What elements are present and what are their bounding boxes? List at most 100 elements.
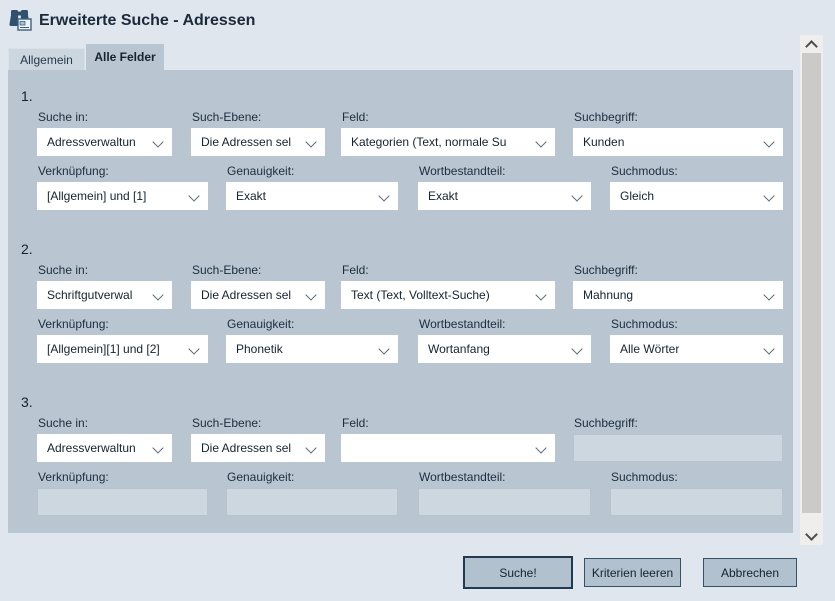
alle-felder-panel: 1. Suche in: Adressverwaltun Such-Ebene:… [8, 70, 793, 533]
search-button[interactable]: Suche! [463, 556, 573, 589]
wortbestandteil-input-disabled [418, 488, 591, 516]
field-label: Wortbestandteil: [419, 317, 506, 331]
suchmodus-dropdown[interactable]: Alle Wörter [610, 335, 783, 363]
field-genauigkeit: Genauigkeit: [226, 470, 398, 516]
chevron-down-icon [378, 343, 390, 355]
suchbegriff-dropdown[interactable]: Mahnung [573, 281, 783, 309]
chevron-down-icon [571, 190, 583, 202]
field-suchbegriff: Suchbegriff: Kunden [573, 110, 783, 156]
field-label: Suchmodus: [611, 317, 678, 331]
wortbestandteil-dropdown[interactable]: Wortanfang [418, 335, 591, 363]
field-label: Such-Ebene: [192, 263, 262, 277]
scroll-up-button[interactable] [800, 35, 823, 53]
verknuepfung-dropdown[interactable]: [Allgemein] und [1] [37, 182, 208, 210]
field-such-ebene: Such-Ebene: Die Adressen sel [191, 110, 325, 156]
genauigkeit-input-disabled [226, 488, 398, 516]
genauigkeit-dropdown[interactable]: Phonetik [226, 335, 398, 363]
suchbegriff-input-disabled [573, 434, 783, 462]
chevron-down-icon [763, 190, 775, 202]
cancel-button[interactable]: Abbrechen [703, 558, 797, 587]
field-such-ebene: Such-Ebene: Die Adressen sel [191, 263, 325, 309]
chevron-down-icon [571, 343, 583, 355]
such-ebene-dropdown[interactable]: Die Adressen sel [191, 281, 325, 309]
chevron-down-icon [378, 190, 390, 202]
feld-dropdown[interactable] [341, 434, 555, 462]
field-suche-in: Suche in: Adressverwaltun [37, 416, 172, 462]
field-label: Suchbegriff: [574, 263, 638, 277]
verknuepfung-dropdown[interactable]: [Allgemein][1] und [2] [37, 335, 208, 363]
field-genauigkeit: Genauigkeit: Exakt [226, 164, 398, 210]
chevron-down-icon [535, 136, 547, 148]
section-number: 1. [21, 88, 33, 104]
genauigkeit-dropdown[interactable]: Exakt [226, 182, 398, 210]
suche-in-dropdown[interactable]: Adressverwaltun [37, 128, 172, 156]
field-verknuepfung: Verknüpfung: [37, 470, 208, 516]
field-label: Such-Ebene: [192, 416, 262, 430]
criteria-section-2: 2. Suche in: Schriftgutverwal Such-Ebene… [8, 241, 793, 381]
tab-allgemein[interactable]: Allgemein [8, 48, 85, 70]
field-suchmodus: Suchmodus: Alle Wörter [610, 317, 783, 363]
feld-dropdown[interactable]: Text (Text, Volltext-Suche) [341, 281, 555, 309]
field-label: Suche in: [38, 416, 89, 430]
field-wortbestandteil: Wortbestandteil: [418, 470, 591, 516]
field-wortbestandteil: Wortbestandteil: Exakt [418, 164, 591, 210]
field-verknuepfung: Verknüpfung: [Allgemein][1] und [2] [37, 317, 208, 363]
chevron-down-icon [535, 442, 547, 454]
suchmodus-input-disabled [610, 488, 783, 516]
chevron-down-icon [305, 289, 317, 301]
suchmodus-dropdown[interactable]: Gleich [610, 182, 783, 210]
chevron-up-icon [805, 40, 818, 53]
binoculars-address-icon [9, 10, 32, 31]
section-number: 2. [21, 241, 33, 257]
field-suchmodus: Suchmodus: Gleich [610, 164, 783, 210]
dialog-titlebar: Erweiterte Suche - Adressen [8, 8, 255, 33]
such-ebene-dropdown[interactable]: Die Adressen sel [191, 434, 325, 462]
suchbegriff-dropdown[interactable]: Kunden [573, 128, 783, 156]
field-verknuepfung: Verknüpfung: [Allgemein] und [1] [37, 164, 208, 210]
field-label: Suche in: [38, 110, 89, 124]
scrollbar-thumb[interactable] [802, 53, 821, 513]
field-label: Suchbegriff: [574, 110, 638, 124]
field-label: Feld: [342, 416, 369, 430]
section-number: 3. [21, 394, 33, 410]
scroll-down-button[interactable] [800, 527, 823, 545]
field-genauigkeit: Genauigkeit: Phonetik [226, 317, 398, 363]
such-ebene-dropdown[interactable]: Die Adressen sel [191, 128, 325, 156]
field-label: Feld: [342, 263, 369, 277]
field-label: Verknüpfung: [38, 317, 109, 331]
field-such-ebene: Such-Ebene: Die Adressen sel [191, 416, 325, 462]
field-feld: Feld: [341, 416, 555, 462]
tab-alle-felder[interactable]: Alle Felder [86, 44, 164, 70]
field-label: Genauigkeit: [227, 470, 295, 484]
wortbestandteil-dropdown[interactable]: Exakt [418, 182, 591, 210]
field-label: Suchmodus: [611, 164, 678, 178]
criteria-section-3: 3. Suche in: Adressverwaltun Such-Ebene:… [8, 394, 793, 534]
chevron-down-icon [152, 442, 164, 454]
suche-in-dropdown[interactable]: Schriftgutverwal [37, 281, 172, 309]
field-label: Feld: [342, 110, 369, 124]
criteria-section-1: 1. Suche in: Adressverwaltun Such-Ebene:… [8, 88, 793, 228]
field-suche-in: Suche in: Schriftgutverwal [37, 263, 172, 309]
field-wortbestandteil: Wortbestandteil: Wortanfang [418, 317, 591, 363]
field-label: Genauigkeit: [227, 164, 295, 178]
chevron-down-icon [805, 528, 818, 541]
field-label: Verknüpfung: [38, 470, 109, 484]
field-suche-in: Suche in: Adressverwaltun [37, 110, 172, 156]
field-feld: Feld: Text (Text, Volltext-Suche) [341, 263, 555, 309]
chevron-down-icon [535, 289, 547, 301]
field-label: Verknüpfung: [38, 164, 109, 178]
vertical-scrollbar[interactable] [800, 35, 823, 545]
chevron-down-icon [152, 136, 164, 148]
chevron-down-icon [188, 190, 200, 202]
field-label: Genauigkeit: [227, 317, 295, 331]
feld-dropdown[interactable]: Kategorien (Text, normale Su [341, 128, 555, 156]
field-label: Such-Ebene: [192, 110, 262, 124]
clear-criteria-button[interactable]: Kriterien leeren [584, 558, 681, 587]
suche-in-dropdown[interactable]: Adressverwaltun [37, 434, 172, 462]
verknuepfung-input-disabled [37, 488, 208, 516]
chevron-down-icon [152, 289, 164, 301]
field-suchbegriff: Suchbegriff: Mahnung [573, 263, 783, 309]
field-label: Suche in: [38, 263, 89, 277]
chevron-down-icon [188, 343, 200, 355]
field-suchmodus: Suchmodus: [610, 470, 783, 516]
